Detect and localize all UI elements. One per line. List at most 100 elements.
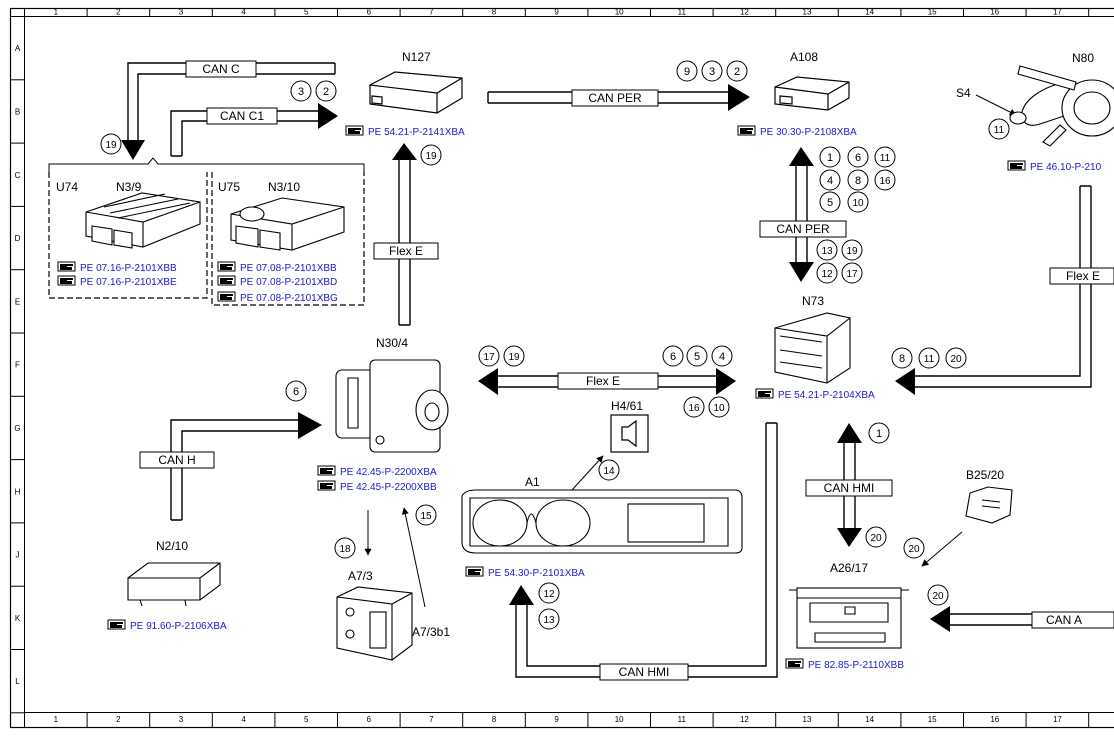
signal-number: 20 — [866, 527, 886, 547]
ref-u75-2[interactable]: PE 07.08-P-2101XBD — [218, 276, 337, 288]
signal-number-text: 19 — [508, 352, 520, 363]
ref-u75-2-text[interactable]: PE 07.08-P-2101XBD — [240, 277, 337, 288]
arrowhead-can-hmi-down — [837, 528, 862, 547]
grid-column-label: 11 — [678, 715, 687, 724]
signal-number-text: 12 — [821, 269, 833, 280]
signal-number: 20 — [946, 348, 966, 368]
signal-number-text: 1 — [827, 152, 833, 164]
ref-n127-text[interactable]: PE 54.21-P-2141XBA — [368, 127, 465, 138]
signal-number-text: 3 — [298, 86, 304, 98]
ref-a108-text[interactable]: PE 30.30-P-2108XBA — [760, 127, 857, 138]
grid-column-label: 10 — [615, 8, 624, 17]
signal-number-text: 8 — [899, 353, 905, 365]
b2520-sensor-drawing — [966, 487, 1012, 523]
ref-a2617-text[interactable]: PE 82.85-P-2110XBB — [808, 660, 904, 671]
signal-number-text: 6 — [670, 351, 676, 363]
bus-label-flex-e-right: Flex E — [1066, 269, 1100, 283]
signal-number: 3 — [291, 81, 311, 101]
signal-number: 2 — [727, 61, 747, 81]
signal-number: 16 — [684, 397, 704, 417]
grid-column-label: 16 — [990, 715, 999, 724]
signal-number-text: 11 — [994, 125, 1005, 136]
grid-row-label: F — [15, 361, 20, 370]
ref-n304-2-text[interactable]: PE 42.45-P-2200XBB — [340, 482, 437, 493]
label-u75: U75 — [218, 180, 240, 194]
signal-number: 19 — [101, 134, 121, 154]
ref-u74-2-text[interactable]: PE 07.16-P-2101XBE — [80, 277, 177, 288]
grid-row-label: B — [15, 107, 20, 116]
signal-number-text: 19 — [425, 151, 437, 162]
ref-u75-1[interactable]: PE 07.08-P-2101XBB — [218, 262, 337, 274]
ref-u74-2[interactable]: PE 07.16-P-2101XBE — [58, 276, 177, 288]
label-n210: N2/10 — [156, 539, 188, 553]
signal-number-text: 19 — [846, 246, 858, 257]
signal-number-text: 16 — [879, 176, 891, 187]
ref-n210[interactable]: PE 91.60-P-2106XBA — [108, 620, 227, 632]
ref-n73[interactable]: PE 54.21-P-2104XBA — [756, 389, 875, 401]
bus-label-flex-e-vertical: Flex E — [389, 244, 423, 258]
flex-e-right-line — [915, 186, 1091, 387]
ref-a1[interactable]: PE 54.30-P-2101XBA — [466, 567, 585, 579]
signal-number: 6 — [286, 381, 306, 401]
grid-column-label: 6 — [367, 715, 372, 724]
a73-unit-drawing — [337, 587, 412, 660]
ref-a1-text[interactable]: PE 54.30-P-2101XBA — [488, 568, 585, 579]
signal-number: 6 — [663, 346, 683, 366]
ref-u74-1[interactable]: PE 07.16-P-2101XBB — [58, 262, 177, 274]
ref-n304-2[interactable]: PE 42.45-P-2200XBB — [318, 481, 437, 493]
signal-number-text: 20 — [932, 591, 944, 602]
ref-a108[interactable]: PE 30.30-P-2108XBA — [738, 126, 857, 138]
signal-number: 8 — [892, 348, 912, 368]
signal-number-text: 20 — [950, 354, 962, 365]
signal-number: 10 — [709, 397, 729, 417]
ref-n80[interactable]: PE 46.10-P-210 — [1008, 161, 1102, 173]
signal-number: 6 — [848, 147, 868, 167]
signal-number-text: 17 — [846, 269, 858, 280]
grid-column-label: 9 — [554, 715, 559, 724]
signal-number: 18 — [335, 538, 355, 558]
arrowhead-can-a — [930, 606, 950, 632]
bus-label-can-per-top: CAN PER — [588, 91, 642, 105]
arrowhead-can-per-down — [789, 262, 814, 282]
ref-u75-3[interactable]: PE 07.08-P-2101XBG — [218, 292, 338, 304]
a108-module-drawing — [775, 77, 849, 110]
ref-n73-text[interactable]: PE 54.21-P-2104XBA — [778, 390, 875, 401]
bus-label-flex-e-middle: Flex E — [586, 374, 620, 388]
grid-column-label: 5 — [304, 715, 309, 724]
h461-speaker-drawing — [611, 415, 648, 452]
signal-number: 19 — [504, 346, 524, 366]
ref-u75-3-text[interactable]: PE 07.08-P-2101XBG — [240, 293, 338, 304]
signal-number: 12 — [817, 263, 837, 283]
n80-switch-drawing — [1010, 66, 1114, 146]
label-a73: A7/3 — [348, 569, 373, 583]
n304-abs-drawing — [336, 360, 448, 452]
ref-n127[interactable]: PE 54.21-P-2141XBA — [346, 126, 465, 138]
signal-number-text: 1 — [876, 428, 882, 440]
signal-number: 1 — [869, 423, 889, 443]
ref-u75-1-text[interactable]: PE 07.08-P-2101XBB — [240, 263, 337, 274]
arrowhead-can-c — [121, 140, 145, 160]
grid-row-label: A — [15, 44, 21, 53]
grid-column-label: 7 — [429, 8, 434, 17]
ref-n80-text[interactable]: PE 46.10-P-210 — [1030, 162, 1102, 173]
n39-ecu-drawing — [86, 193, 200, 248]
signal-number: 4 — [712, 346, 732, 366]
ref-a2617[interactable]: PE 82.85-P-2110XBB — [786, 659, 904, 671]
grid-column-label: 16 — [990, 8, 999, 17]
grid-column-label: 15 — [928, 8, 937, 17]
signal-number: 3 — [702, 61, 722, 81]
signal-number-text: 13 — [543, 615, 555, 626]
ref-n210-text[interactable]: PE 91.60-P-2106XBA — [130, 621, 227, 632]
label-h461: H4/61 — [611, 399, 643, 413]
arrowhead-can-hmi-up — [837, 423, 862, 443]
label-n39: N3/9 — [116, 180, 142, 194]
ref-n304-1-text[interactable]: PE 42.45-P-2200XBA — [340, 467, 437, 478]
signal-number: 13 — [539, 609, 559, 629]
group-bracket — [49, 158, 364, 172]
ref-u74-1-text[interactable]: PE 07.16-P-2101XBB — [80, 263, 177, 274]
ref-n304-1[interactable]: PE 42.45-P-2200XBA — [318, 466, 437, 478]
signal-number: 20 — [904, 538, 924, 558]
grid-row-label: D — [15, 234, 21, 243]
